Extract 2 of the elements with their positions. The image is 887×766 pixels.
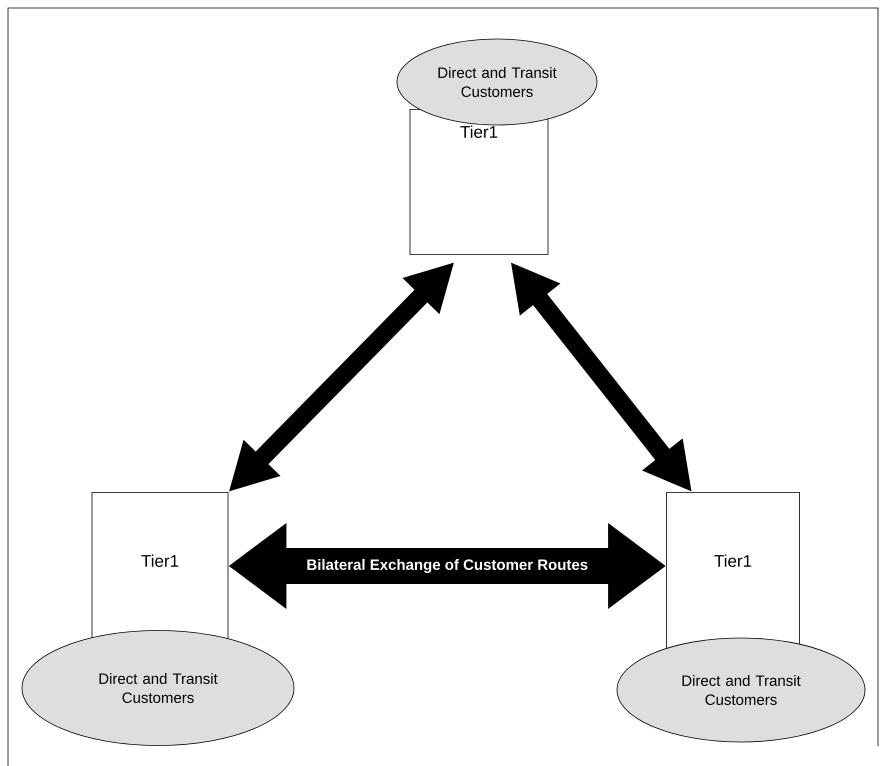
tier-box: Tier1	[410, 109, 548, 255]
edge-label: Bilateral Exchange of Customer Routes	[305, 558, 590, 574]
